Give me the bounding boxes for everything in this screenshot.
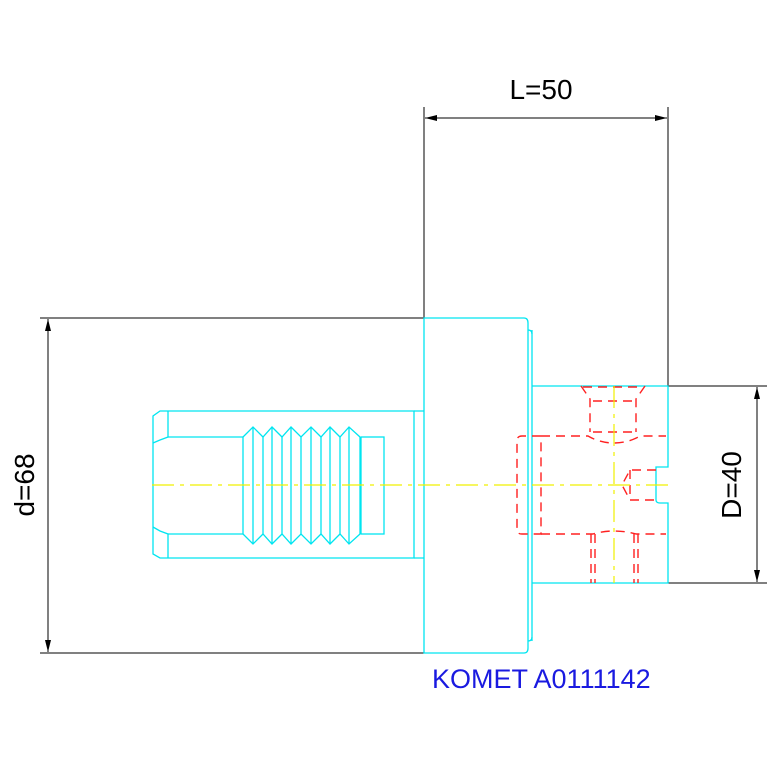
- length-label: L=50: [509, 74, 572, 105]
- part-label: KOMET A0111142: [432, 664, 651, 694]
- shank-diameter-dimension: D=40: [668, 385, 767, 584]
- shank-diameter-label: D=40: [716, 451, 747, 519]
- centerlines: [152, 386, 670, 583]
- outer-diameter-dimension: d=68: [9, 317, 424, 654]
- outer-diameter-label: d=68: [9, 453, 40, 516]
- length-dimension: L=50: [423, 74, 669, 386]
